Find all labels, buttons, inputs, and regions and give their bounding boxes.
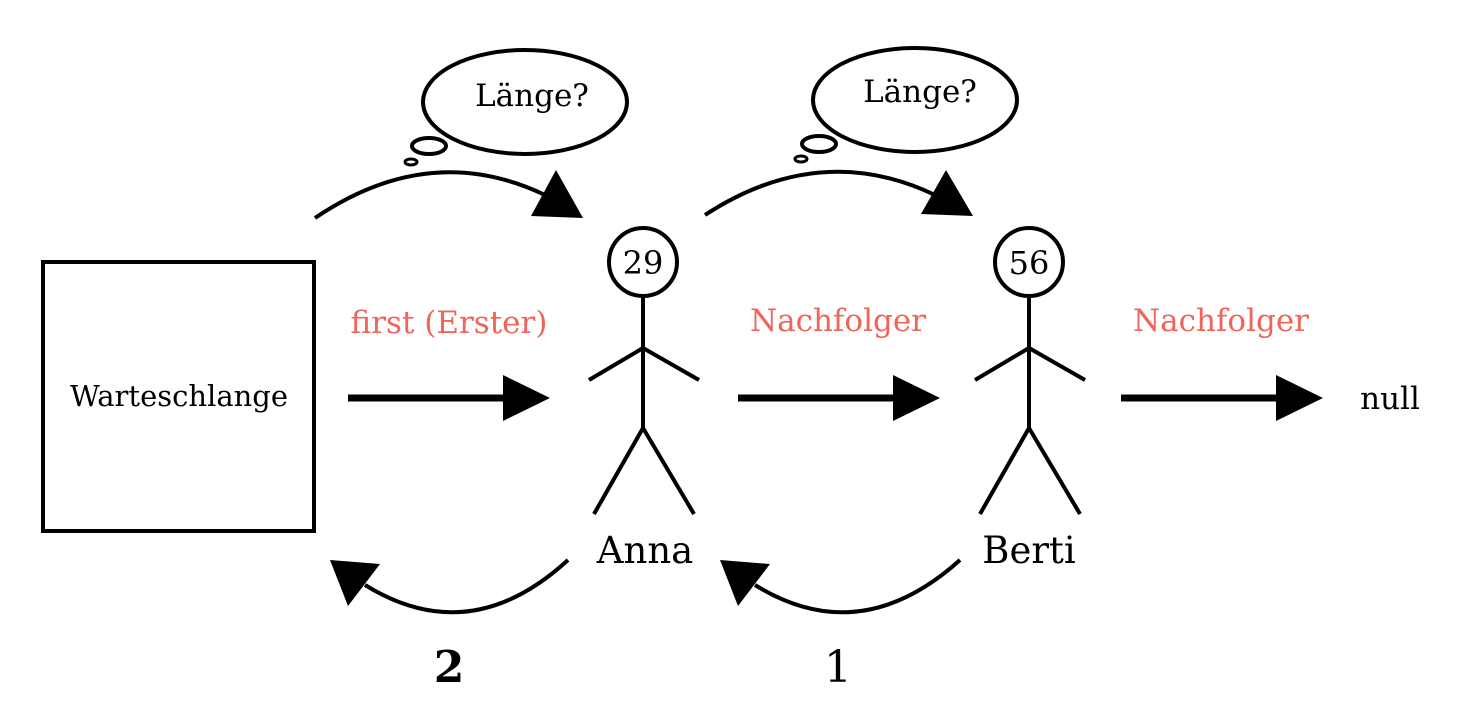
return-arrow-anna-to-queue <box>330 558 570 615</box>
link-arrow-anna-berti <box>738 375 940 421</box>
person-berti: 56 Berti <box>973 226 1086 572</box>
name-berti: Berti <box>982 529 1075 572</box>
queue-label: Warteschlange <box>70 379 288 413</box>
thought-bubble-berti: Länge? <box>793 46 1019 164</box>
thought-text-anna: Länge? <box>475 78 589 114</box>
link-arrow-berti-null <box>1121 375 1323 421</box>
link-label-berti-successor: Nachfolger <box>1133 303 1309 339</box>
thought-text-berti: Länge? <box>863 74 977 110</box>
queue-box: Warteschlange <box>41 260 316 533</box>
age-anna: 29 <box>623 244 664 282</box>
thought-bubble-anna: Länge? <box>403 48 629 167</box>
null-label: null <box>1360 381 1420 417</box>
name-anna: Anna <box>596 529 693 572</box>
return-step-2: 2 <box>434 642 465 693</box>
query-arrow-anna-to-berti <box>703 169 973 217</box>
age-berti: 56 <box>1009 244 1050 282</box>
link-arrow-first <box>348 375 550 421</box>
person-anna: 29 Anna <box>587 226 700 572</box>
return-step-1: 1 <box>824 642 852 693</box>
query-arrow-queue-to-anna <box>313 170 583 220</box>
link-label-anna-successor: Nachfolger <box>750 303 926 339</box>
return-arrow-berti-to-anna <box>720 558 962 615</box>
link-label-first: first (Erster) <box>351 305 548 341</box>
